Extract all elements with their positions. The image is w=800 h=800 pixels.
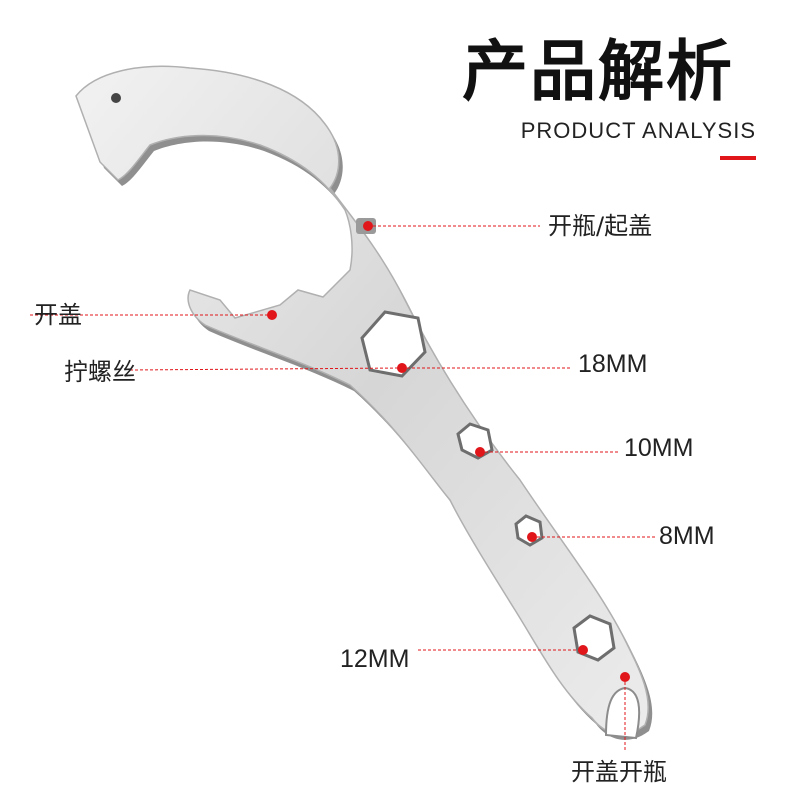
label-hex-10: 10MM: [624, 434, 694, 462]
label-screw-turn: 拧螺丝: [64, 358, 136, 386]
marker-bottle-lid-top: [363, 221, 373, 231]
label-bottle-lid-top: 开瓶/起盖: [548, 212, 653, 240]
label-lid-opener: 开盖: [34, 301, 82, 329]
label-hex-8: 8MM: [659, 522, 715, 550]
hex-hole-18mm: [360, 310, 427, 378]
page-subtitle: PRODUCT ANALYSIS: [520, 118, 756, 143]
label-bottom-opener: 开盖开瓶: [571, 758, 667, 786]
tool-body: [75, 65, 649, 735]
label-hex-12: 12MM: [340, 645, 410, 673]
marker-bottom-opener: [620, 672, 630, 682]
title-accent-bar: [720, 156, 756, 160]
marker-hex-12: [578, 645, 588, 655]
hook-hole: [111, 93, 121, 103]
marker-lid-opener: [267, 310, 277, 320]
label-hex-18: 18MM: [578, 350, 648, 378]
marker-hex-8: [527, 532, 537, 542]
leader-screw-turn: [129, 367, 403, 371]
page-title: 产品解析: [462, 33, 734, 110]
marker-hex-18: [397, 363, 407, 373]
marker-hex-10: [475, 447, 485, 457]
